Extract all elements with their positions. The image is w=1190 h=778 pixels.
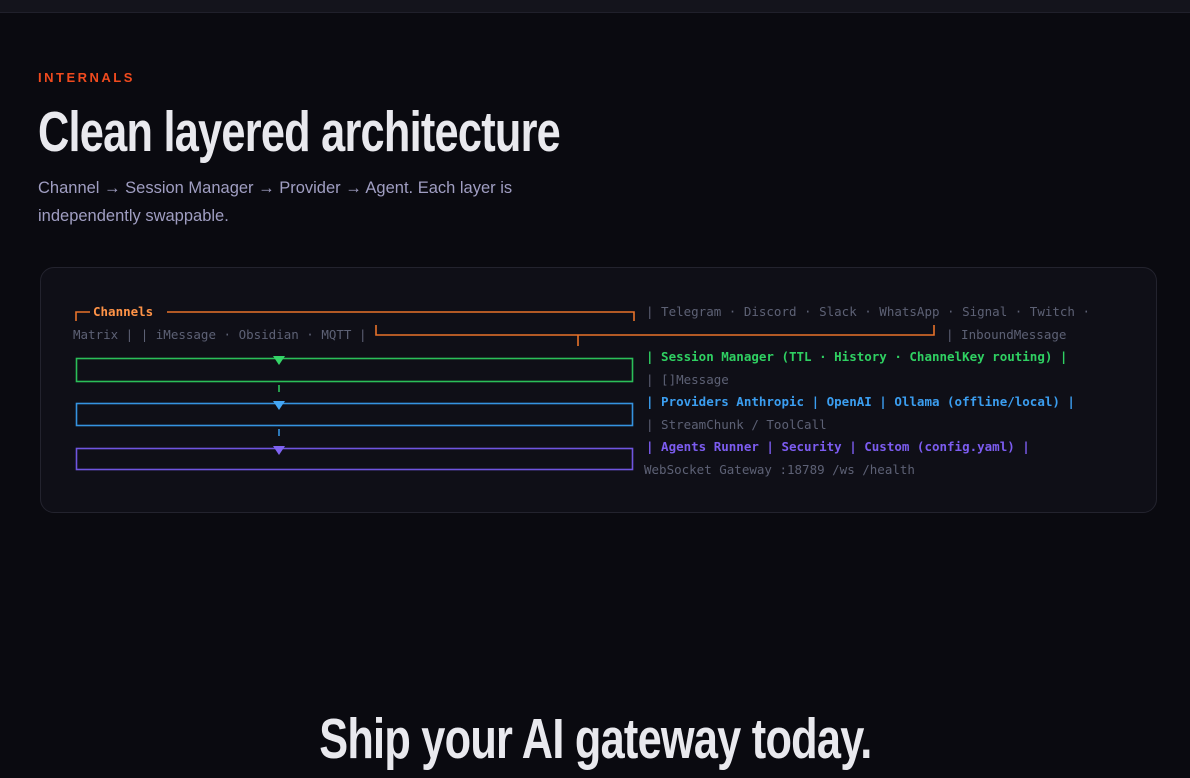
- channel-list-row: | Telegram · Discord · Slack · WhatsApp …: [646, 304, 1091, 319]
- architecture-diagram-lines: [75, 311, 935, 471]
- provider-layer-box: [75, 402, 634, 436]
- session-layer-box: [75, 357, 634, 392]
- message-type-label: | []Message: [646, 372, 729, 387]
- architecture-diagram-card: Channels | Telegram · Discord · Slack · …: [40, 267, 1157, 513]
- cta-heading: Ship your AI gateway today.: [318, 707, 872, 771]
- channels-bracket: [75, 311, 935, 346]
- provider-down-arrow-marker: [273, 401, 285, 410]
- section-eyebrow: INTERNALS: [38, 70, 135, 85]
- channels-label: Channels: [93, 304, 154, 319]
- providers-row: | Providers Anthropic | OpenAI | Ollama …: [646, 394, 1075, 409]
- section-subtitle: Channel → Session Manager → Provider → A…: [38, 179, 513, 225]
- cta-heading-wrap: Ship your AI gateway today.: [0, 708, 1190, 770]
- inbound-message-label: | InboundMessage: [946, 327, 1067, 342]
- websocket-gateway-label: WebSocket Gateway :18789 /ws /health: [644, 462, 915, 477]
- session-manager-row: | Session Manager (TTL · History · Chann…: [646, 349, 1068, 364]
- section-title: Clean layered architecture: [38, 100, 561, 164]
- previous-section-edge: [0, 0, 1190, 13]
- channel-list-wrap-row: Matrix | | iMessage · Obsidian · MQTT |: [73, 327, 367, 342]
- session-down-arrow-marker: [273, 356, 285, 365]
- agents-layer-box: [75, 447, 634, 471]
- agents-row: | Agents Runner | Security | Custom (con…: [646, 439, 1030, 454]
- stream-types-label: | StreamChunk / ToolCall: [646, 417, 827, 432]
- agents-down-arrow-marker: [273, 446, 285, 455]
